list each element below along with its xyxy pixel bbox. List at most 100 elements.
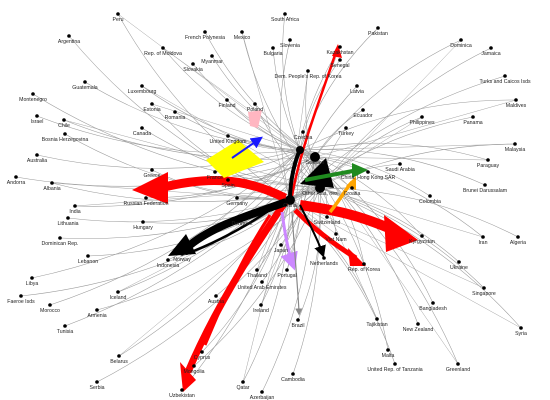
flow-cyprus xyxy=(203,214,272,346)
label-azerbaijan: Azerbaijan xyxy=(250,395,275,400)
label-albania: Albania xyxy=(43,186,60,192)
edge-serbia xyxy=(96,187,321,383)
arrowhead-kazakhstan xyxy=(332,44,342,58)
node-lebanon xyxy=(86,254,90,258)
node-cambodia xyxy=(291,372,295,376)
node-senegal xyxy=(338,58,342,62)
node-spain xyxy=(226,178,230,182)
label-cambodia: Cambodia xyxy=(281,377,305,383)
node-sweden xyxy=(310,152,320,162)
label-kazakhstan: Kazakhstan xyxy=(326,50,353,56)
label-japan: Japan xyxy=(274,248,288,254)
node-pakistan xyxy=(376,26,380,30)
edge-secondary-denmark xyxy=(241,156,316,219)
node-faeroe-isds xyxy=(19,294,23,298)
arrowhead-uzbekistan xyxy=(180,362,196,392)
label-romania: Romania xyxy=(165,115,186,121)
label-turkey: Turkey xyxy=(338,131,354,137)
label-china: China xyxy=(283,203,297,209)
yellow-triangle xyxy=(206,140,264,178)
pink-shape xyxy=(248,110,262,128)
edge-secondary-paraguay xyxy=(314,156,489,161)
edge-qatar xyxy=(242,199,291,383)
label-france: France xyxy=(207,175,223,181)
label-guatemala: Guatemala xyxy=(72,85,97,91)
label-netherlands: Netherlands xyxy=(310,261,338,267)
node-brunei-darussalam xyxy=(483,183,487,187)
node-finland xyxy=(225,98,229,102)
node-iran xyxy=(481,235,485,239)
node-uzbekistan xyxy=(180,388,184,392)
label-malta: Malta xyxy=(382,353,395,359)
label-morocco: Morocco xyxy=(40,308,60,314)
node-bulgaria xyxy=(271,46,275,50)
label-united-kingdom: United Kingdom xyxy=(210,139,247,145)
edge-maldives xyxy=(299,99,517,151)
node-norway xyxy=(180,252,184,256)
label-new-zealand: New Zealand xyxy=(403,327,434,333)
node-luxembourg xyxy=(140,84,144,88)
edge-ireland xyxy=(260,149,301,306)
node-czechia xyxy=(301,130,305,134)
node-malta xyxy=(386,348,390,352)
label-syria: Syria xyxy=(515,331,527,337)
label-faeroe-isds: Faeroe Isds xyxy=(7,299,35,305)
label-tajikistan: Tajikistan xyxy=(366,322,387,328)
label-lebanon: Lebanon xyxy=(78,259,98,265)
label-austria: Austria xyxy=(208,299,224,305)
node-greenland xyxy=(456,362,460,366)
node-indonesia xyxy=(166,258,170,262)
node-montenegro xyxy=(31,92,35,96)
node-tunisia xyxy=(63,324,67,328)
node-ukraine xyxy=(457,260,461,264)
node-albania xyxy=(50,181,54,185)
node-canada xyxy=(140,126,144,130)
label-ireland: Ireland xyxy=(253,308,269,314)
edge-south-africa xyxy=(282,13,301,151)
edge-secondary-philippines xyxy=(289,116,423,201)
node-latvia xyxy=(355,84,359,88)
node-dem-people-s-rep-of-korea xyxy=(306,69,310,73)
node-australia xyxy=(35,153,39,157)
label-brunei-darussalam: Brunei Darussalam xyxy=(463,188,507,194)
flow-black-norway xyxy=(185,208,271,256)
edge-paraguay xyxy=(299,142,489,161)
edge-australia xyxy=(36,149,301,169)
edge-rep-of-moldova xyxy=(162,47,301,151)
node-guatemala xyxy=(83,80,87,84)
node-peru xyxy=(116,12,120,16)
node-kyrgyzstan xyxy=(420,234,424,238)
edge-secondary-albania xyxy=(51,182,291,201)
node-jamaica xyxy=(489,46,493,50)
node-viet-nam xyxy=(334,232,338,236)
flow-china-russia xyxy=(158,176,288,203)
edge-india xyxy=(74,156,316,207)
label-malaysia: Malaysia xyxy=(505,147,526,153)
label-spain: Spain xyxy=(221,183,234,189)
node-hub-cluster xyxy=(296,146,304,154)
label-germany: Germany xyxy=(226,201,248,207)
node-ireland xyxy=(259,303,263,307)
node-libya xyxy=(30,276,34,280)
edge-secondary-maldives xyxy=(314,99,517,158)
node-israel xyxy=(35,114,39,118)
node-belarus xyxy=(117,354,121,358)
node-croatia xyxy=(350,186,354,190)
label-panama: Panama xyxy=(463,120,482,126)
label-luxembourg: Luxembourg xyxy=(128,89,157,95)
node-turkey xyxy=(344,126,348,130)
label-mongolia: Mongolia xyxy=(183,369,204,375)
label-serbia: Serbia xyxy=(90,385,105,391)
label-peru: Peru xyxy=(113,17,124,23)
node-qatar xyxy=(241,380,245,384)
edge-syria xyxy=(319,187,522,329)
flow-china-indonesia xyxy=(187,198,288,249)
edge-israel xyxy=(36,115,301,154)
edge-united-kingdom xyxy=(227,135,301,151)
node-saudi-arabia xyxy=(398,162,402,166)
edge-belarus xyxy=(118,156,316,357)
label-norway: Norway xyxy=(173,257,191,263)
edge-secondary-syria xyxy=(289,199,522,329)
arrowhead-indonesia xyxy=(168,234,196,256)
